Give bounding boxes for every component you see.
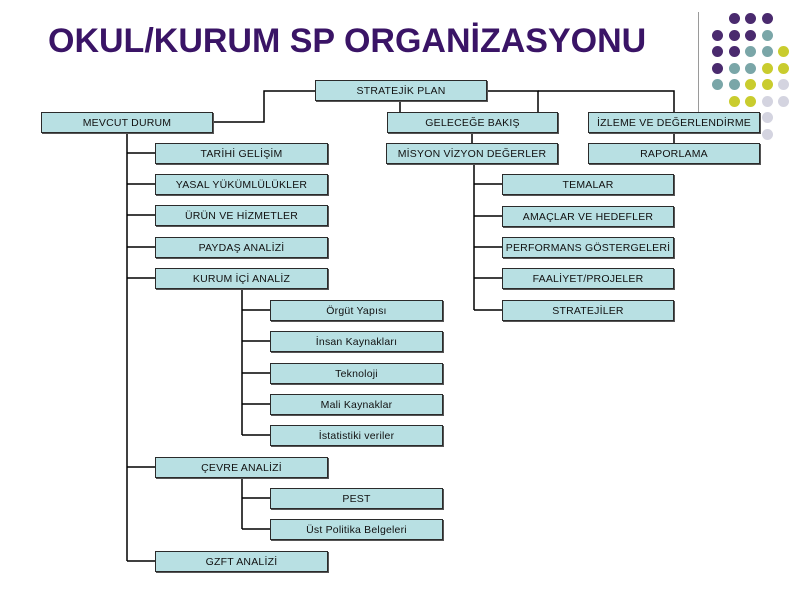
decorative-dot [712, 46, 723, 57]
node-gelecege-bakis: GELECEĞE BAKIŞ [387, 112, 558, 133]
decorative-dot [728, 95, 740, 107]
decorative-dot [778, 62, 789, 74]
decorative-divider [698, 12, 699, 130]
decorative-dot [761, 95, 773, 107]
decorative-dot [712, 62, 723, 74]
decorative-dot [778, 95, 789, 107]
decorative-dot [728, 62, 740, 74]
node-teknoloji: Teknoloji [270, 363, 443, 384]
decorative-dot [745, 95, 756, 107]
node-insan: İnsan Kaynakları [270, 331, 443, 352]
node-pest: PEST [270, 488, 443, 509]
node-raporlama: RAPORLAMA [588, 143, 760, 164]
node-istatistiki: İstatistiki veriler [270, 425, 443, 446]
decorative-dot [728, 29, 740, 41]
node-amaclar: AMAÇLAR VE HEDEFLER [502, 206, 674, 227]
decorative-dot [728, 79, 740, 90]
decorative-dot [778, 79, 789, 90]
decorative-dot [712, 79, 723, 90]
page-title: OKUL/KURUM SP ORGANİZASYONU [48, 22, 647, 60]
node-mali: Mali Kaynaklar [270, 394, 443, 415]
node-kurum-ici: KURUM İÇİ ANALİZ [155, 268, 328, 289]
decorative-dot [761, 13, 773, 24]
node-ust-politika: Üst Politika Belgeleri [270, 519, 443, 540]
node-cevre: ÇEVRE ANALİZİ [155, 457, 328, 478]
decorative-dot [728, 13, 740, 24]
node-orgut: Örgüt Yapısı [270, 300, 443, 321]
connector-root-mevcut [213, 90, 315, 123]
node-faaliyet: FAALİYET/PROJELER [502, 268, 674, 289]
node-tarihi-gelisim: TARİHİ GELİŞİM [155, 143, 328, 164]
decorative-dot [745, 62, 756, 74]
decorative-dot [712, 29, 723, 41]
node-performans: PERFORMANS GÖSTERGELERİ [502, 237, 674, 258]
node-yasal: YASAL YÜKÜMLÜLÜKLER [155, 174, 328, 195]
node-misyon: MİSYON VİZYON DEĞERLER [386, 143, 558, 164]
decorative-dot [761, 62, 773, 74]
decorative-dot [778, 46, 789, 57]
node-izleme: İZLEME VE DEĞERLENDİRME [588, 112, 760, 133]
node-gzft: GZFT ANALİZİ [155, 551, 328, 572]
decorative-dot [728, 46, 740, 57]
node-temalar: TEMALAR [502, 174, 674, 195]
node-stratejiler: STRATEJİLER [502, 300, 674, 321]
decorative-dot [745, 13, 756, 24]
decorative-dot [745, 79, 756, 90]
node-mevcut-durum: MEVCUT DURUM [41, 112, 213, 133]
decorative-dot [761, 112, 773, 123]
connector-root-izleme [538, 90, 675, 112]
decorative-dot [761, 29, 773, 41]
decorative-dot [745, 29, 756, 41]
node-paydas: PAYDAŞ ANALİZİ [155, 237, 328, 258]
node-urun: ÜRÜN VE HİZMETLER [155, 205, 328, 226]
decorative-dot [761, 128, 773, 140]
decorative-dot [761, 46, 773, 57]
decorative-dot [761, 79, 773, 90]
node-stratejik-plan: STRATEJİK PLAN [315, 80, 487, 101]
decorative-dot [745, 46, 756, 57]
